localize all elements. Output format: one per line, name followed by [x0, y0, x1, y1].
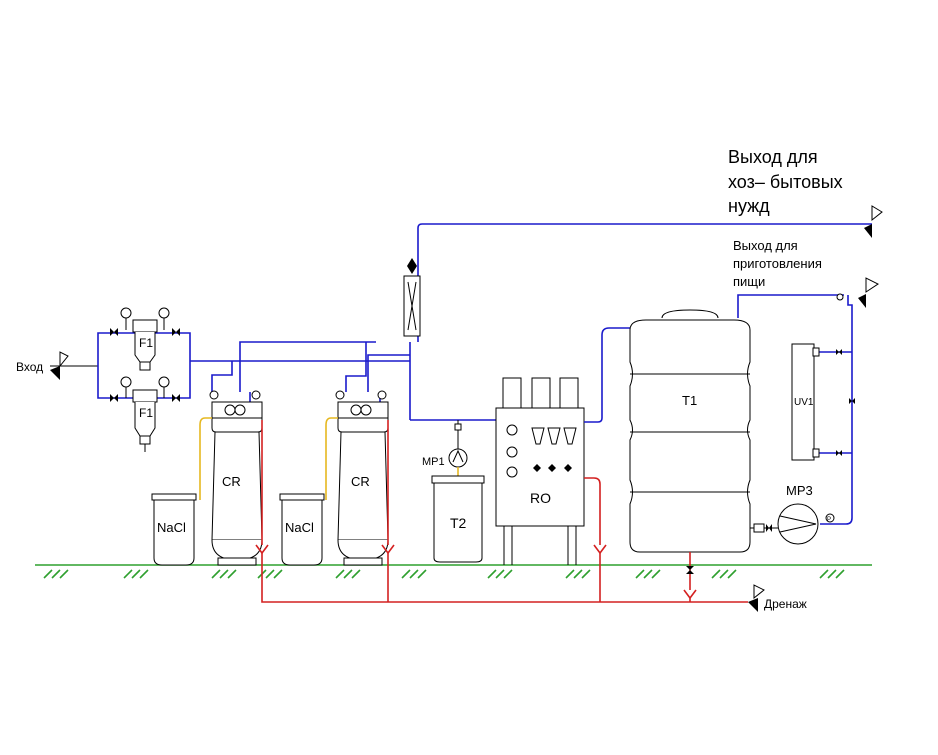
tank-t1-label: T1 — [682, 393, 697, 408]
gauge-icon — [836, 293, 844, 301]
gauge-icon — [120, 307, 132, 319]
valve-icon — [407, 258, 417, 274]
drain-flag-icon — [748, 584, 765, 612]
household-outlet-line-2: хоз– бытовых — [728, 172, 843, 192]
softener-1-label: CR — [222, 474, 241, 489]
filter-f1-bottom-label: F1 — [139, 406, 153, 420]
drain-arrow-icon — [683, 589, 697, 600]
valve-icon — [110, 394, 118, 402]
food-outlet-loop — [818, 277, 879, 525]
drain-label: Дренаж — [764, 597, 807, 611]
gauge-icon — [158, 307, 170, 319]
filter-f1-top: F1 — [110, 307, 180, 371]
gauge-icon — [377, 390, 387, 400]
softener-2-label: CR — [351, 474, 370, 489]
pump-mp3-label: MP3 — [786, 483, 813, 498]
gauge-icon — [506, 446, 518, 458]
valve-icon — [836, 349, 842, 355]
filter-f1-top-label: F1 — [139, 336, 153, 350]
pump-mp3: MP3 P — [750, 483, 835, 545]
control-valve-icon — [350, 404, 372, 416]
floor-line — [35, 564, 872, 579]
softener-2: CR — [325, 342, 410, 566]
ro-unit-label: RO — [530, 490, 551, 506]
gauge-icon — [251, 390, 261, 400]
uv-sterilizer-label: UV1 — [794, 397, 814, 408]
prefilter-group: F1 F1 — [97, 307, 410, 452]
gauge-icon — [335, 390, 345, 400]
food-outlet-label: Выход для приготовления пищи — [733, 238, 822, 289]
food-outlet-line-1: Выход для — [733, 238, 798, 253]
valve-icon — [172, 328, 180, 336]
pump-mp1: MP1 — [422, 420, 468, 476]
brine-tank-1: NaCl — [151, 493, 197, 566]
valve-icon — [686, 566, 694, 574]
drain-arrow-icon — [593, 544, 607, 555]
gauge-icon — [506, 466, 518, 478]
valve-icon — [110, 328, 118, 336]
gauge-icon — [209, 390, 219, 400]
gauge-letter: P — [827, 517, 831, 523]
household-outlet-label: Выход для хоз– бытовых нужд — [728, 147, 843, 216]
tank-t2-label: T2 — [450, 515, 467, 531]
ro-unit: RO — [495, 327, 632, 565]
household-outlet-line-3: нужд — [728, 196, 770, 216]
valve-icon — [836, 450, 842, 456]
food-outlet-line-2: приготовления — [733, 256, 822, 271]
gauge-icon — [158, 376, 170, 388]
household-line — [403, 205, 883, 421]
inlet-flag-icon — [50, 351, 69, 380]
gauge-icon — [120, 376, 132, 388]
gauge-icon — [506, 424, 518, 436]
valve-icon — [766, 524, 772, 532]
brine-tank-2-label: NaCl — [285, 520, 314, 535]
softener-1: CR — [199, 341, 376, 566]
drain-collector: Дренаж — [261, 553, 807, 612]
pump-mp1-label: MP1 — [422, 456, 445, 468]
household-outlet-flag-icon — [864, 205, 883, 238]
gauge-icon — [825, 513, 835, 523]
brine-tank-1-label: NaCl — [157, 520, 186, 535]
uv-sterilizer: UV1 — [791, 343, 820, 461]
filter-f1-bottom: F1 — [110, 376, 180, 452]
tank-t2: T2 — [431, 475, 485, 563]
valve-icon — [849, 398, 855, 404]
food-outlet-flag-icon — [858, 277, 879, 308]
food-outlet-line-3: пищи — [733, 274, 765, 289]
inlet: Вход — [16, 351, 98, 380]
brine-tank-2: NaCl — [279, 493, 325, 566]
tank-t1: T1 — [629, 294, 844, 600]
control-valve-icon — [224, 404, 246, 416]
household-outlet-line-1: Выход для — [728, 147, 818, 167]
valve-icon — [172, 394, 180, 402]
inlet-label: Вход — [16, 360, 43, 374]
